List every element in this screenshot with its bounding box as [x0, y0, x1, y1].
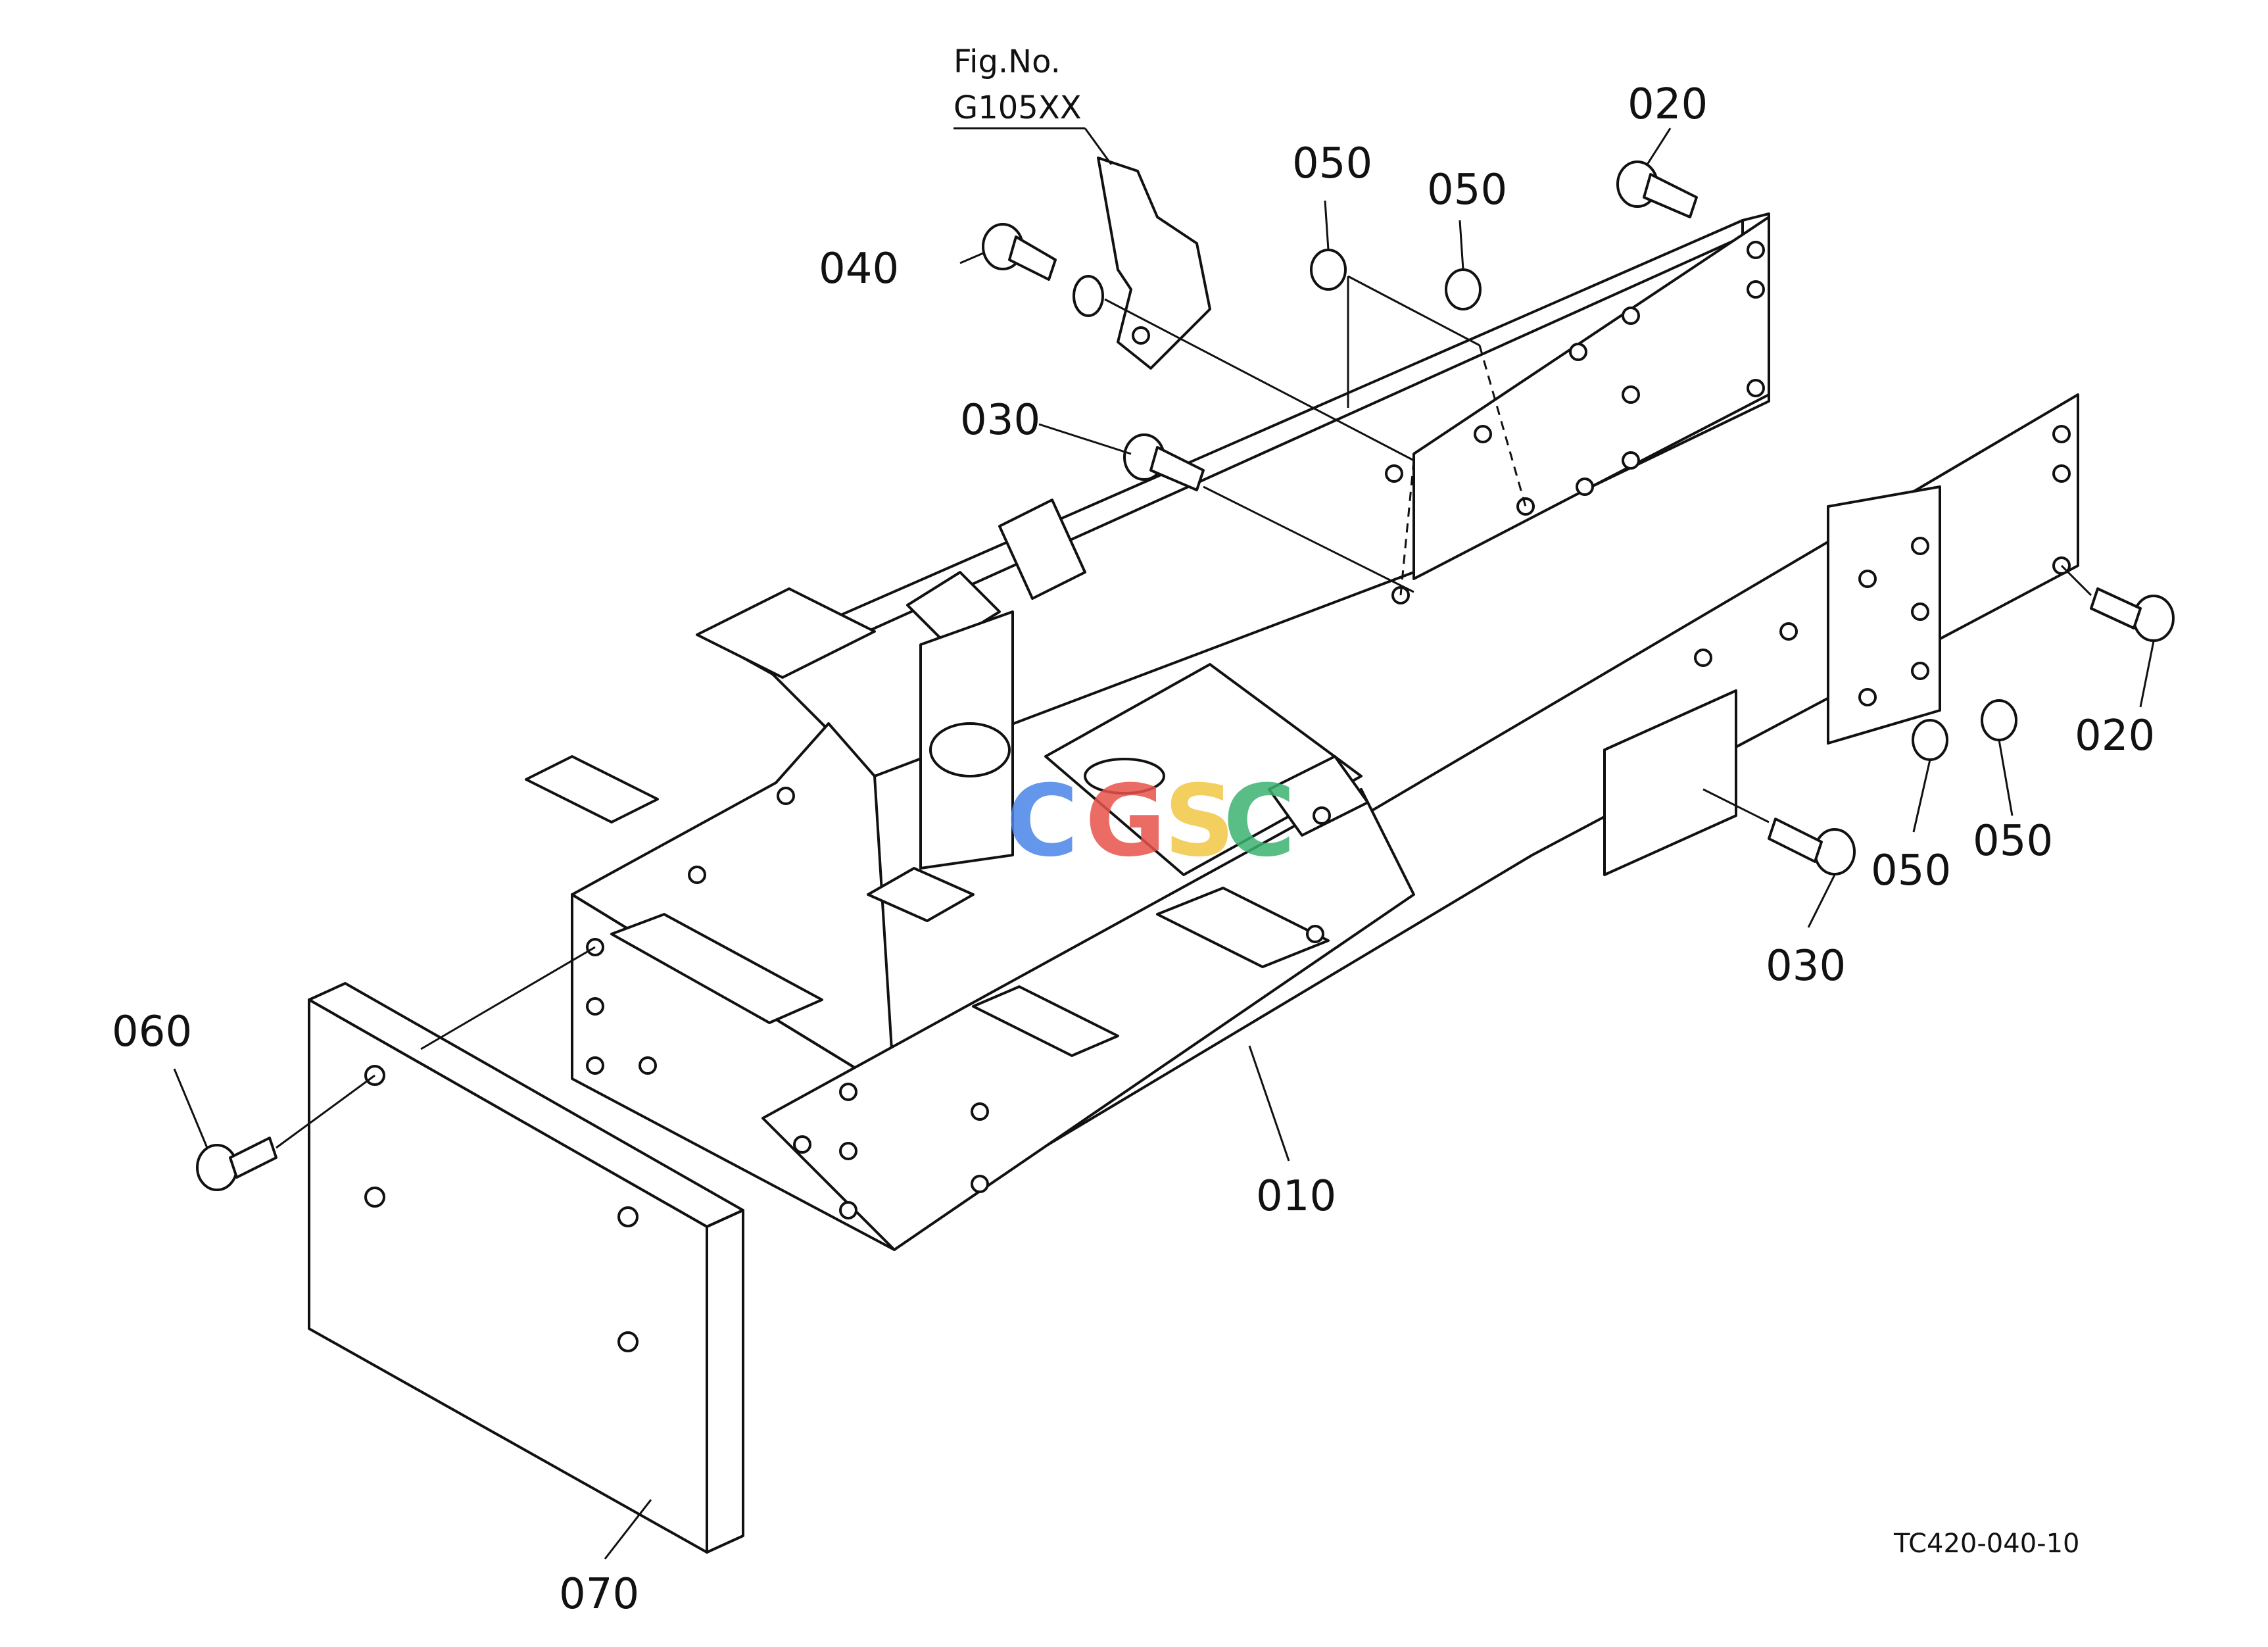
callout-050-a: 050: [1292, 139, 1372, 188]
callout-050-c: 050: [1973, 817, 2053, 866]
watermark-letter: G: [1085, 764, 1166, 879]
bracket-g105xx: [1097, 157, 1211, 370]
callout-030-bottom: 030: [1766, 942, 1846, 991]
bolt-030-bottom: [1768, 818, 1856, 875]
watermark-letter: C: [1006, 764, 1078, 879]
drawing-code: TC420-040-10: [1893, 1529, 2079, 1559]
fig-ref-line2: G105XX: [953, 89, 1082, 126]
callout-040: 040: [819, 245, 899, 293]
bolt-020-right: [2090, 587, 2175, 642]
bolt-060: [196, 1137, 277, 1191]
callout-labels: Fig.No. G105XX 040 030 050 050 020 020 0…: [112, 43, 2155, 1619]
bolt-040: [982, 223, 1104, 317]
front-plate-070: [308, 982, 744, 1554]
watermark-letter: S: [1164, 764, 1235, 879]
fig-ref-line1: Fig.No.: [953, 43, 1061, 80]
callout-030-top: 030: [960, 396, 1040, 445]
bolt-020-top: [1616, 160, 1698, 218]
callout-070: 070: [559, 1570, 639, 1619]
callout-020-top: 020: [1628, 80, 1708, 129]
callout-050-d: 050: [1871, 847, 1951, 895]
frame-010: [525, 212, 2079, 1251]
bolt-030-top: [1123, 433, 1205, 491]
callout-020-right: 020: [2075, 712, 2155, 760]
callout-060: 060: [112, 1008, 192, 1056]
watermark-letter: C: [1223, 764, 1295, 879]
callout-010: 010: [1256, 1172, 1336, 1221]
watermark-logo: C G S C: [1006, 764, 1295, 879]
assembly-lines: [276, 275, 2092, 1149]
leader-lines: [173, 127, 2155, 1560]
callout-050-b: 050: [1427, 166, 1507, 214]
